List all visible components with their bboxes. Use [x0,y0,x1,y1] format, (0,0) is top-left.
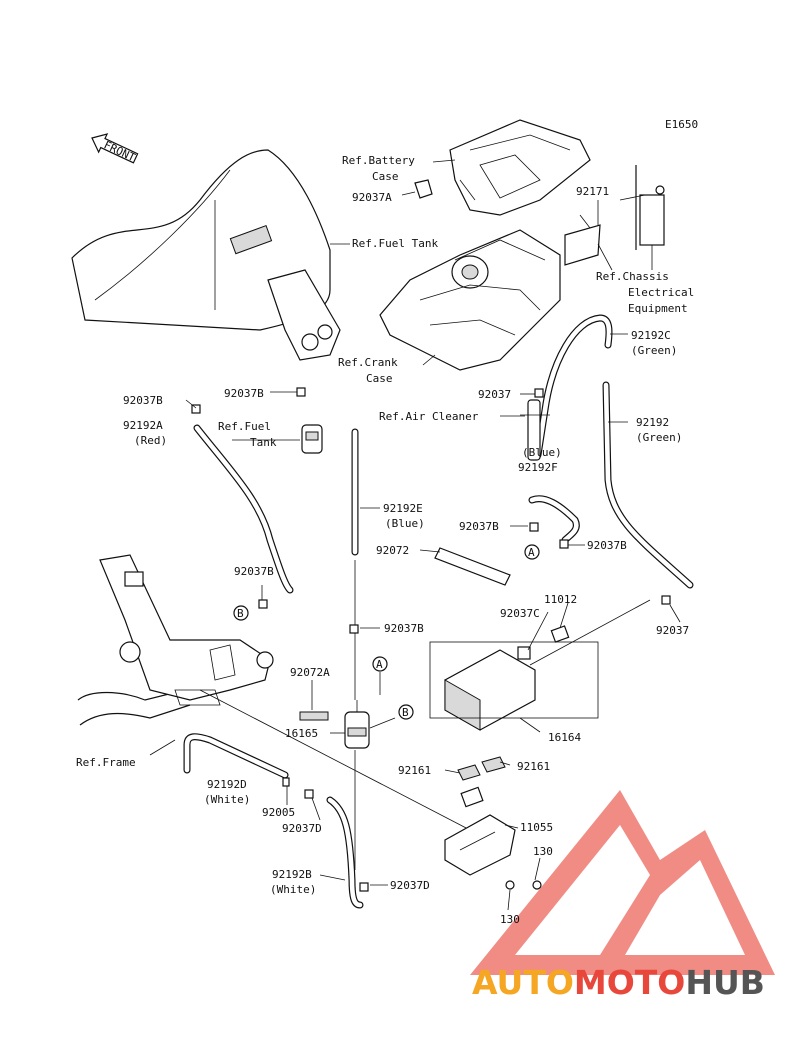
hose-92192B [326,796,364,909]
hose-92192A [193,424,294,594]
canister-16164 [429,625,599,731]
label-92192A-2: (Red) [134,434,167,447]
label-92037-top: 92037 [478,388,511,401]
label-92171: 92171 [576,185,609,198]
battery-case-part [401,119,591,216]
marker-B-left: B [233,605,249,621]
frame-part [77,554,274,726]
watermark-text: AUTOMOTOHUB [472,963,765,1002]
label-92037C: 92037C [500,607,540,620]
label-16164: 16164 [548,731,581,744]
svg-text:AUTOMOTOHUB: AUTOMOTOHUB [472,963,765,1002]
leader-lines [149,200,681,911]
marker-A-lower: A [372,656,388,672]
label-92192B-1: 92192B [272,868,312,881]
label-92037A: 92037A [352,191,392,204]
label-ref-fuel-tank-top: Ref.Fuel Tank [352,237,438,250]
hose-92192D [183,733,289,779]
svg-text:A: A [528,546,535,559]
label-11055: 11055 [520,821,553,834]
hose-92192C [534,314,613,459]
label-ref-air-cleaner: Ref.Air Cleaner [379,410,479,423]
label-92037B-left: 92037B [123,394,163,407]
label-92192F-1: (Blue) [522,446,562,459]
label-92192C-2: (Green) [631,344,677,357]
label-ref-chassis-2: Electrical [628,286,694,299]
label-92037B-b: 92037B [587,539,627,552]
svg-text:B: B [402,706,409,719]
label-ref-frame: Ref.Frame [76,756,136,769]
label-92037B-a: 92037B [459,520,499,533]
label-11012: 11012 [544,593,577,606]
label-92037B-mid: 92037B [224,387,264,400]
label-130-a: 130 [533,845,553,858]
air-cleaner-joint [520,399,550,461]
label-92072A: 92072A [290,666,330,679]
label-ref-crank-case-2: Case [366,372,393,385]
label-16165: 16165 [285,727,318,740]
label-92192A-1: 92192A [123,419,163,432]
crank-case-part [379,214,601,371]
front-label: FRONT [102,138,138,164]
label-92192E-2: (Blue) [385,517,425,530]
label-92161-right: 92161 [517,760,550,773]
chassis-electrical-part [619,165,665,270]
watermark-part1: AUTO [472,963,574,1002]
label-92192F-2: 92192F [518,461,558,474]
diagram-code: E1650 [665,118,698,131]
label-ref-battery-case-1: Ref.Battery [342,154,415,167]
label-ref-fuel-tank-mid-2: Tank [250,436,277,449]
label-ref-chassis-3: Equipment [628,302,688,315]
label-ref-fuel-tank-mid-1: Ref.Fuel [218,420,271,433]
watermark-logo [470,790,775,975]
label-92192D-1: 92192D [207,778,247,791]
label-92037D-a: 92037D [282,822,322,835]
front-arrow: FRONT [91,133,139,164]
bracket-11055 [444,756,542,890]
hose-92192F [528,495,580,544]
svg-text:B: B [237,607,244,620]
hose-92192 [602,381,694,589]
label-92192C-1: 92192C [631,329,671,342]
label-ref-chassis-1: Ref.Chassis [596,270,669,283]
label-92192E-1: 92192E [383,502,423,515]
label-92037B-low: 92037B [234,565,274,578]
label-92192D-2: (White) [204,793,250,806]
label-92192-green-1: 92192 [636,416,669,429]
label-130-b: 130 [500,913,520,926]
marker-A-upper: A [524,544,540,560]
clamps [191,387,671,892]
bracket-92072 [434,547,511,586]
label-92037B-c: 92037B [384,622,424,635]
bracket-92072A [299,711,329,721]
fuel-tank-part [71,149,350,361]
label-92005: 92005 [262,806,295,819]
watermark-part3: HUB [685,963,765,1002]
label-92161-left: 92161 [398,764,431,777]
svg-text:A: A [376,658,383,671]
label-ref-battery-case-2: Case [372,170,399,183]
watermark-part2: MOTO [574,963,685,1002]
fuel-tank-fitting [301,424,323,454]
label-ref-crank-case-1: Ref.Crank [338,356,398,369]
label-92192B-2: (White) [270,883,316,896]
label-92037D-b: 92037D [390,879,430,892]
label-92037-right: 92037 [656,624,689,637]
label-92072: 92072 [376,544,409,557]
label-92192-green-2: (Green) [636,431,682,444]
marker-B-lower: B [398,704,414,720]
filter-16165 [344,700,370,749]
